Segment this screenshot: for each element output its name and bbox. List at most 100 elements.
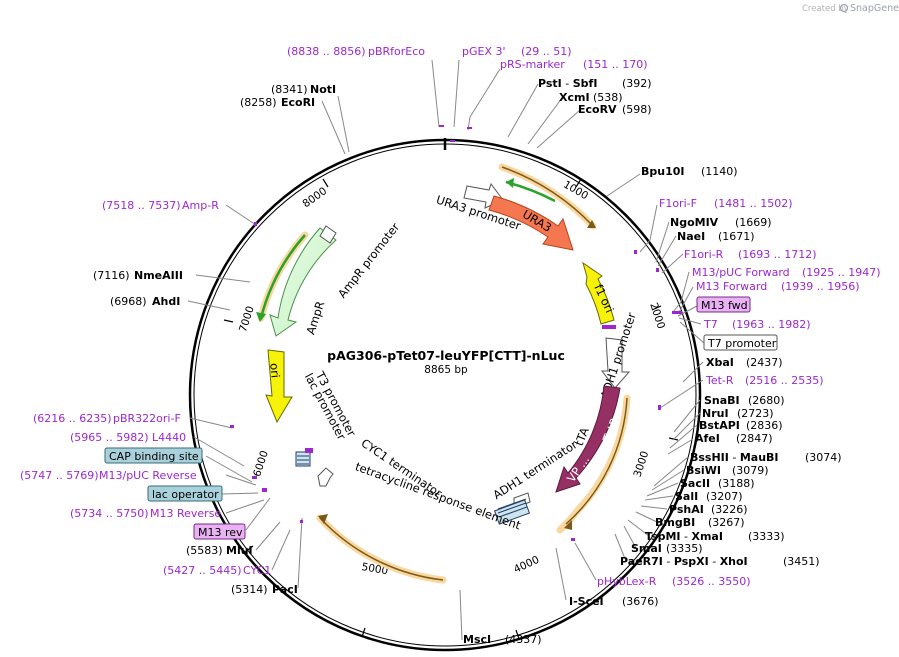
ampr-label: AmpR: [303, 299, 327, 336]
primer-pbr322ori-f-pos: (6216 .. 6235): [33, 412, 112, 425]
site-bstapi-name: BstAPI: [699, 419, 740, 432]
site-snabi-pos: (2680): [748, 394, 785, 407]
orf-arrowhead-3: [318, 514, 328, 524]
snapgene-logo-icon: [839, 3, 849, 13]
site-bmgbi-name: BmgBI: [655, 516, 695, 529]
tick-7000: 7000: [237, 305, 257, 334]
primer-m13puc-fwd-pos: (1925 .. 1947): [802, 266, 881, 279]
orf-highlight-lines: [319, 166, 628, 581]
primer-m13-reverse-name: M13 Reverse: [150, 507, 221, 520]
primer-m13puc-fwd-name: M13/pUC Forward: [692, 266, 790, 279]
site-afei-name: AfeI: [695, 432, 720, 445]
site-msci-pos: (4337): [505, 633, 542, 646]
site-bsshii-maubi-pos: (3074): [805, 451, 842, 464]
site-sacii-name: SacII: [680, 477, 710, 490]
primer-pgex3-name: pGEX 3': [462, 45, 506, 58]
cyc1-terminator-feature: [317, 467, 334, 487]
site-ecorv-name: EcoRV: [578, 103, 617, 116]
site-bmgbi-pos: (3267): [708, 516, 745, 529]
primer-f1ori-r-pos: (1693 .. 1712): [738, 248, 817, 261]
ori-label: ori: [267, 362, 282, 378]
primer-m13rev-mark: [305, 448, 313, 453]
primer-t7-mark: [602, 325, 616, 329]
orf-arrowhead-1: [587, 220, 596, 228]
tick-3000: 3000: [632, 450, 652, 479]
site-bsiwi-name: BsiWI: [686, 464, 721, 477]
primer-f1ori-f-name: F1ori-F: [659, 197, 697, 210]
site-noti-name: NotI: [310, 83, 336, 96]
site-paci-pos: (5314): [231, 583, 268, 596]
m13-fwd-box-label: M13 fwd: [701, 299, 748, 312]
ampr-promoter-label: AmpR promoter: [335, 220, 402, 301]
primer-l4440-pos: (5965 .. 5982): [70, 431, 149, 444]
site-xcmi-name: XcmI: [559, 91, 590, 104]
ura3-feature: [488, 195, 574, 251]
primer-cyc1-name: CYC1: [243, 564, 271, 577]
cap-binding-site-box-label: CAP binding site: [109, 450, 199, 463]
adh1-terminator-label: ADH1 terminator: [490, 437, 580, 502]
site-noti-pos: (8341): [271, 83, 308, 96]
plasmid-length: 8865 bp: [424, 364, 468, 376]
site-ngomiv-pos: (1669): [735, 216, 772, 229]
primer-m13puc-reverse-pos: (5747 .. 5769): [20, 469, 99, 482]
site-sali-name: SalI: [675, 490, 698, 503]
site-sacii-pos: (3188): [718, 477, 755, 490]
site-pshai-name: PshAI: [669, 503, 704, 516]
site-ahdi-pos: (6968): [110, 295, 147, 308]
primer-f1ori-r-name: F1ori-R: [684, 248, 724, 261]
orf-arrowhead-2: [564, 520, 572, 530]
ampr-promoter-feature: [319, 225, 337, 244]
site-naei-name: NaeI: [677, 230, 705, 243]
primer-pgex3-pos: (29 .. 51): [521, 45, 572, 58]
tta-label: tTA: [572, 425, 592, 448]
cap-binding-site-box: [104, 447, 203, 464]
f1-ori-feature: [582, 261, 615, 325]
site-xbai-pos: (2437): [746, 356, 783, 369]
primer-t7-name: T7: [703, 318, 718, 331]
site-nrui-pos: (2723): [737, 407, 774, 420]
site-xcmi-pos: (538): [593, 91, 623, 104]
primer-marks: [230, 125, 682, 541]
primer-phyblex-r-pos: (3526 .. 3550): [672, 575, 751, 588]
ruler-ticks: [223, 178, 679, 640]
t7-promoter-box-label: T7 promoter: [707, 337, 777, 350]
orf-arrowhead-5: [256, 312, 266, 322]
site-pshai-pos: (3226): [711, 503, 748, 516]
site-nrui-name: NruI: [702, 407, 729, 420]
primer-l4440-name: L4440: [152, 431, 186, 444]
site-i-scei-name: I-SceI: [569, 595, 604, 608]
site-bsiwi-pos: (3079): [732, 464, 769, 477]
tick-6000: 6000: [251, 449, 271, 478]
tick-2000: 2000: [647, 301, 667, 330]
tick-4000: 4000: [512, 554, 541, 576]
primer-phyblex-r-name: pHybLex-R: [597, 575, 657, 588]
snapgene-brand: SnapGene: [850, 3, 899, 14]
adh1-promoter-feature: [600, 337, 631, 389]
primer-f1ori-f-pos: (1481 .. 1502): [714, 197, 793, 210]
site-snabi-name: SnaBI: [704, 394, 740, 407]
plasmid-name: pAG306-pTet07-leuYFP[CTT]-nLuc: [327, 348, 565, 363]
site-tspmi-xmai: TspMI - XmaI: [645, 530, 723, 543]
site-ecorv-pos: (598): [622, 103, 652, 116]
site-ngomiv-name: NgoMIV: [670, 216, 719, 229]
site-tspmi-xmai-pos: (3333): [748, 530, 785, 543]
primer-cyc1-pos: (5427 .. 5445): [163, 564, 242, 577]
primer-m13puc-reverse-name: M13/pUC Reverse: [99, 469, 197, 482]
ori-feature: [265, 349, 293, 424]
site-paci-name: PacI: [272, 583, 298, 596]
site-msci-name: MscI: [463, 633, 491, 646]
site-bpu10i-name: Bpu10I: [641, 165, 685, 178]
site-afei-pos: (2847): [736, 432, 773, 445]
site-ahdi-name: AhdI: [152, 295, 180, 308]
primer-t7-pos: (1963 .. 1982): [732, 318, 811, 331]
site-mlui-pos: (5583): [186, 544, 223, 557]
primer-amp-r-name: Amp-R: [182, 199, 219, 212]
leader-lines: [187, 59, 705, 641]
created-by-label: Created by: [802, 4, 849, 14]
primer-m13-reverse-pos: (5734 .. 5750): [70, 507, 149, 520]
site-mlui-name: MluI: [226, 544, 253, 557]
primer-prs-marker-pos: (151 .. 170): [583, 58, 648, 71]
lac-operator-box: [147, 485, 223, 502]
primer-prs-marker-name: pRS-marker: [500, 58, 565, 71]
site-xbai-name: XbaI: [706, 356, 734, 369]
